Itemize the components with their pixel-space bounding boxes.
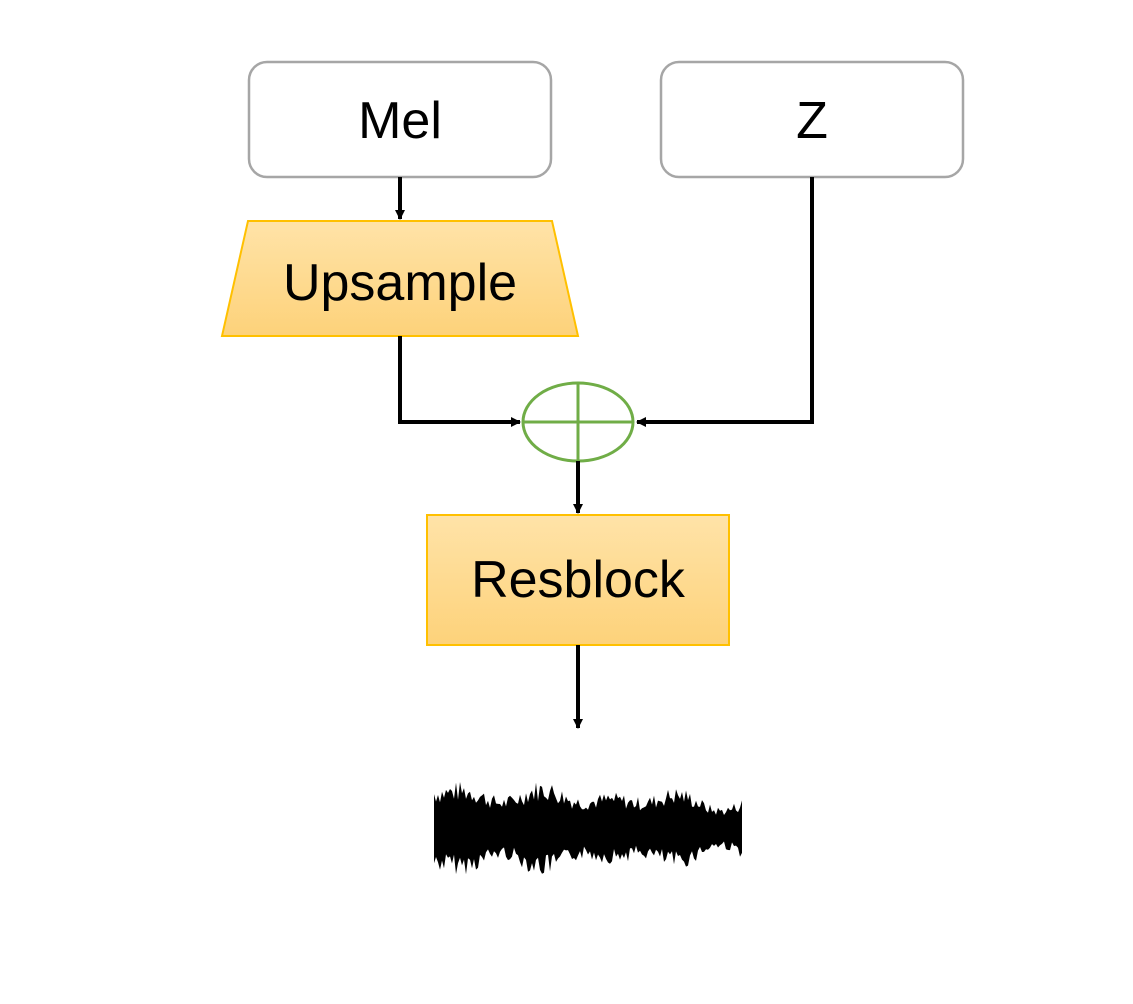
- mel-input-node: Mel: [247, 60, 553, 179]
- upsample-block: [220, 220, 580, 337]
- mel-label: Mel: [358, 92, 442, 150]
- waveform-icon: [434, 782, 742, 875]
- resblock-node: Resblock: [426, 514, 730, 646]
- upsample-node: Upsample: [220, 220, 580, 337]
- z-label: Z: [796, 92, 828, 150]
- upsample-to-sum-arrow: [398, 336, 521, 427]
- circled-plus-icon: [521, 381, 635, 463]
- resblock-block: [426, 514, 730, 646]
- resblock-label: Resblock: [471, 551, 686, 609]
- z-to-sum-arrow: [636, 177, 814, 427]
- z-input-node: Z: [659, 60, 965, 179]
- upsample-label: Upsample: [283, 254, 517, 312]
